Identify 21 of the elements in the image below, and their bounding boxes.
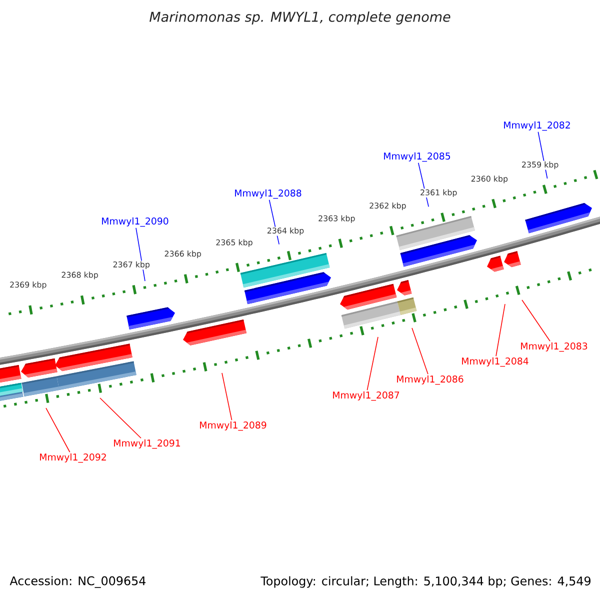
leader-line <box>222 372 232 421</box>
gene-label: Mmwyl1_2088 <box>235 189 302 199</box>
title: Marinomonas sp. MWYL1, complete genome <box>150 11 450 25</box>
leader-line <box>496 304 506 357</box>
gene-label: Mmwyl1_2082 <box>504 121 570 131</box>
gene-label: Mmwyl1_2085 <box>384 152 450 162</box>
gene-label: Mmwyl1_2084 <box>462 357 528 367</box>
gene-label: Mmwyl1_2087 <box>333 391 400 401</box>
footer-text: Accession: NC_009654 <box>10 576 146 588</box>
gene-label: Mmwyl1_2086 <box>397 375 464 385</box>
gene-label: Mmwyl1_2092 <box>40 453 106 463</box>
gene-label: Mmwyl1_2083 <box>521 342 588 352</box>
leader-line <box>366 336 378 391</box>
footer-text: Topology: circular; Length: 5,100,344 bp; Genes: 4,549 <box>260 576 590 588</box>
leader-line <box>100 398 142 439</box>
leader-line <box>412 328 428 375</box>
gene-label: Mmwyl1_2091 <box>114 439 180 449</box>
leader-line <box>46 408 70 453</box>
leader-line <box>522 300 550 342</box>
gene-label: Mmwyl1_2089 <box>200 421 266 431</box>
gene-label: Mmwyl1_2090 <box>102 217 168 227</box>
